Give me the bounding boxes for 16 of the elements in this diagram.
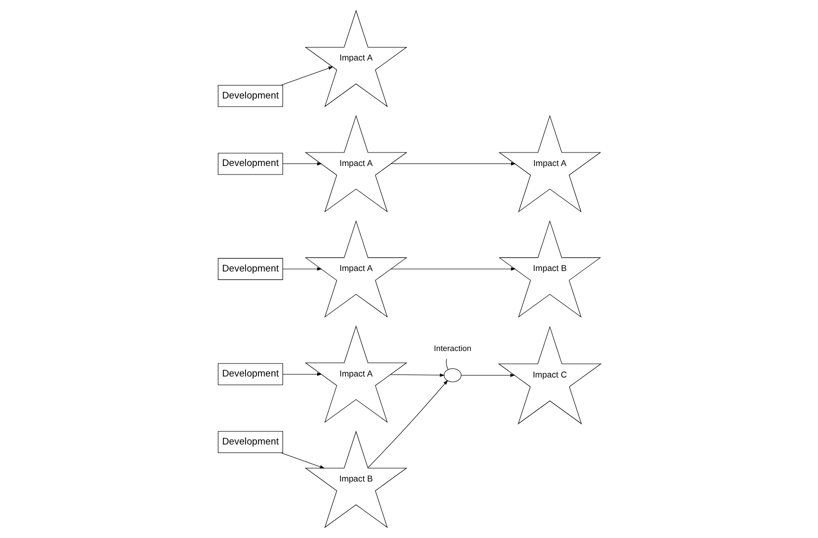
- node-box: Development: [217, 363, 283, 386]
- arrow: [390, 162, 516, 166]
- node-box: Development: [217, 85, 283, 107]
- arrow: [282, 372, 322, 376]
- arrow: [280, 452, 324, 468]
- arrow: [390, 267, 516, 271]
- node-ellipse: [443, 368, 461, 382]
- arrow: [390, 373, 444, 377]
- connector: [445, 358, 448, 370]
- arrow: [282, 162, 322, 166]
- node-box: Development: [217, 152, 283, 175]
- node-box: Development: [217, 258, 283, 280]
- arrow: [460, 374, 515, 377]
- node-box: Development: [217, 431, 283, 453]
- arrow: [280, 66, 333, 86]
- arrow: [282, 267, 322, 271]
